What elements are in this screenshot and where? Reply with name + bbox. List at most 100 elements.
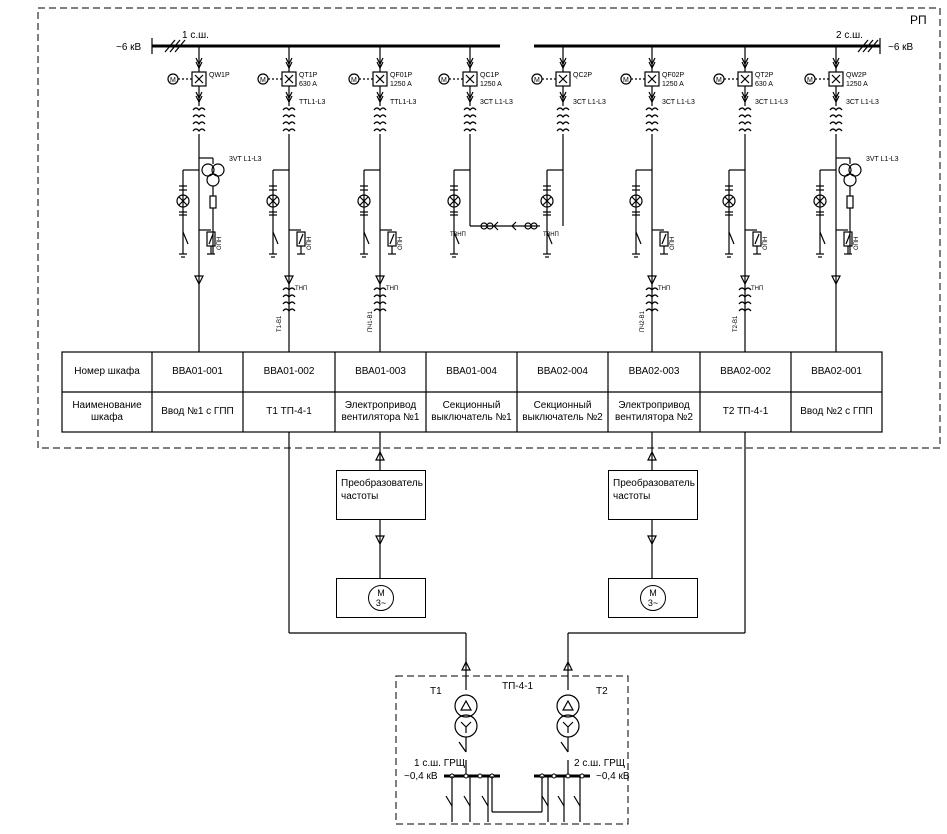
feeder-8-breaker: QW2P — [846, 72, 867, 79]
feeder-6-arrester: ОПН — [670, 236, 676, 250]
table-row1-header: Номер шкафа — [74, 366, 140, 377]
feeder-1-arrester: ОПН — [217, 236, 223, 250]
frequency-converter-1: Преобразователь частоты — [336, 470, 426, 520]
feeder-1-vt: 3VT L1-L3 — [229, 156, 262, 163]
feeder-6-rating: 1250 A — [662, 81, 684, 88]
cabinet-table-grid — [61, 351, 883, 433]
feeder-1-breaker: QW1P — [209, 72, 230, 79]
feeder-4-tn: ТЗНП — [450, 232, 466, 238]
rp-boundary — [37, 7, 941, 449]
feeder-5-breaker: QC2P — [573, 72, 593, 79]
transformer-t2 — [556, 694, 580, 775]
cabinet-number-8: ВВА02-001 — [811, 366, 862, 377]
svg-text:M: M — [260, 77, 266, 84]
cabinet-name-2: Т1 ТП-4-1 — [266, 406, 312, 417]
cabinet-name-8: Ввод №2 с ГПП — [800, 406, 873, 417]
feeder-7-breaker: QT2P — [755, 72, 774, 79]
svg-text:M: M — [170, 77, 176, 84]
frequency-converter-2-label: Преобразователь частоты — [613, 478, 695, 502]
feeder-6-cable: ПЧ2-B1 — [640, 311, 646, 332]
feeder-8-rating: 1250 A — [846, 81, 868, 88]
tp-t2-label: T2 — [596, 686, 608, 697]
feeder-3: M — [348, 46, 397, 352]
motor-1: M 3~ — [336, 578, 426, 618]
lv-bus-1 — [444, 773, 500, 822]
svg-text:M: M — [623, 77, 629, 84]
feeder-8-ct: 3СТ L1-L3 — [846, 99, 879, 106]
motor-1-icon: M 3~ — [368, 585, 394, 611]
rp-label: РП — [910, 13, 927, 27]
feeder-2-arrester: ОПН — [307, 236, 313, 250]
feeder-7-arrester: ОПН — [763, 236, 769, 250]
feeder-7-rating: 630 A — [755, 81, 773, 88]
cabinet-name-3: Электропривод вентилятора №1 — [341, 400, 420, 423]
feeder-7-tn: ТНП — [751, 286, 764, 292]
frequency-converter-1-label: Преобразователь частоты — [341, 478, 423, 502]
feeder-8: M — [804, 46, 862, 352]
cabinet-name-4: Секционный выключатель №1 — [431, 400, 512, 423]
busbar-1 — [151, 38, 500, 54]
bus1-name: 1 с.ш. — [182, 30, 209, 41]
cabinet-name-5: Секционный выключатель №2 — [522, 400, 603, 423]
feeder-3-ct: ТТL1-L3 — [390, 99, 417, 106]
feeder-4-rating: 1250 A — [480, 81, 502, 88]
feeder-7-cable: T2-B1 — [733, 315, 739, 332]
feeder-6-tn: ТНП — [658, 286, 671, 292]
tp-bus2-voltage: ~0,4 кВ — [596, 771, 630, 782]
motor-2-icon: M 3~ — [640, 585, 666, 611]
cabinet-number-3: ВВА01-003 — [355, 366, 406, 377]
tp-name: ТП-4-1 — [502, 681, 534, 692]
feeder-2-ct: ТТL1-L3 — [299, 99, 326, 106]
transformer-t1 — [454, 694, 478, 775]
cabinet-name-6: Электропривод вентилятора №2 — [615, 400, 693, 423]
feeder-3-rating: 1250 A — [390, 81, 412, 88]
feeder-4-breaker: QC1P — [480, 72, 500, 79]
bus2-voltage: ~6 кВ — [888, 42, 914, 53]
feeder-8-vt: 3VT L1-L3 — [866, 156, 899, 163]
svg-text:M: M — [441, 77, 447, 84]
frequency-converter-2: Преобразователь частоты — [608, 470, 698, 520]
feeder-2-tn: ТНП — [295, 286, 308, 292]
bus2-name: 2 с.ш. — [836, 30, 863, 41]
cabinet-name-1: Ввод №1 с ГПП — [161, 406, 234, 417]
feeder-5-ct: 3СТ L1-L3 — [573, 99, 606, 106]
svg-text:M: M — [716, 77, 722, 84]
section-tie — [470, 221, 540, 231]
feeder-2-breaker: QT1P — [299, 72, 318, 79]
feeder-2: M — [257, 46, 306, 352]
tp-boundary — [395, 675, 629, 825]
feeder-2-rating: 630 A — [299, 81, 317, 88]
feeder-2-cable: T1-B1 — [277, 315, 283, 332]
bus1-voltage: ~6 кВ — [116, 42, 142, 53]
cabinet-number-4: ВВА01-004 — [446, 366, 497, 377]
lv-bus-2 — [534, 773, 590, 822]
feeder-6-breaker: QF02P — [662, 72, 685, 79]
cabinet-number-6: ВВА02-003 — [628, 366, 680, 377]
cabinet-number-5: ВВА02-004 — [537, 366, 588, 377]
svg-text:M: M — [351, 77, 357, 84]
feeder-3-arrester: ОПН — [398, 236, 404, 250]
feeder-6: M — [620, 46, 669, 352]
feeder-5: M — [531, 46, 571, 258]
feeder-5-tn: ТЗНП — [543, 232, 559, 238]
tp-bus2-name: 2 с.ш. ГРЩ — [574, 758, 626, 769]
cabinet-number-1: ВВА01-001 — [172, 366, 223, 377]
feeder-6-ct: 3СТ L1-L3 — [662, 99, 695, 106]
motor-1-line1: M — [377, 588, 385, 598]
svg-text:M: M — [534, 77, 540, 84]
lower-connections — [288, 432, 746, 690]
feeder-1: M — [167, 46, 225, 352]
motor-2-line2: 3~ — [647, 598, 659, 608]
feeder-4: M — [438, 46, 478, 258]
feeder-3-cable: ПЧ1-B1 — [368, 311, 374, 332]
feeder-3-breaker: QF01P — [390, 72, 413, 79]
table-row2-header: Наименование шкафа — [72, 400, 142, 423]
cabinet-number-2: ВВА01-002 — [263, 366, 315, 377]
cabinet-name-7: Т2 ТП-4-1 — [722, 406, 769, 417]
motor-2-line1: M — [649, 588, 657, 598]
tp-t1-label: T1 — [430, 686, 442, 697]
cabinet-number-7: ВВА02-002 — [720, 366, 771, 377]
busbar-2 — [534, 38, 881, 54]
